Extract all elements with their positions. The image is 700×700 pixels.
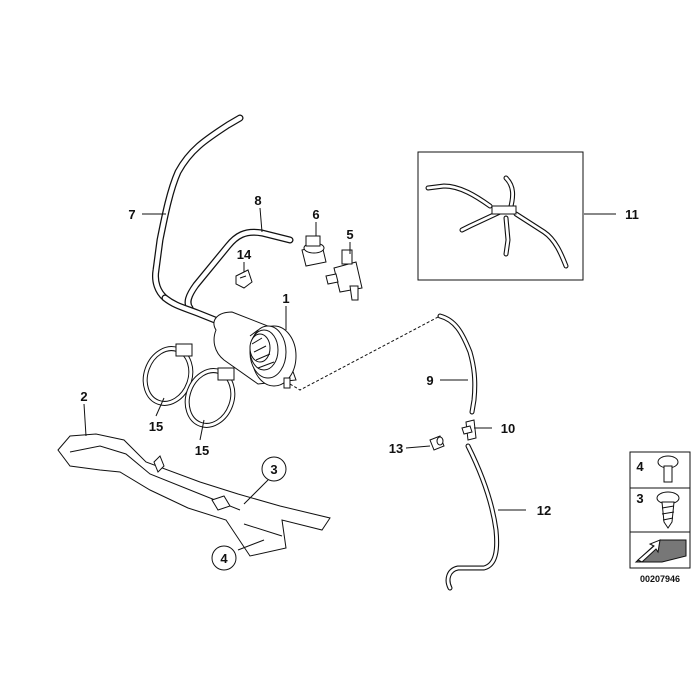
callout-7: 7 — [128, 207, 135, 222]
bracket-2 — [57, 433, 331, 557]
legend-item-4: 4 — [636, 459, 644, 474]
clamp-15b — [184, 367, 236, 428]
callout-9: 9 — [426, 373, 433, 388]
hardware-legend: 4 3 — [629, 451, 691, 569]
box-11 — [417, 151, 584, 281]
screw-icon — [656, 491, 680, 529]
leader-lines — [83, 207, 616, 551]
callout-15b: 15 — [195, 443, 209, 458]
callout-4: 4 — [220, 551, 228, 566]
valve-6 — [301, 235, 327, 267]
connector-13 — [429, 435, 445, 451]
clip-14 — [235, 269, 253, 289]
dashed-link — [289, 315, 441, 391]
bolt-icon — [657, 455, 679, 483]
connector-10 — [461, 419, 477, 441]
callout-3: 3 — [270, 462, 277, 477]
circled-callout-3: 3 — [261, 456, 287, 482]
legend-item-3: 3 — [636, 491, 643, 506]
hose-12 — [445, 443, 500, 591]
callout-1: 1 — [282, 291, 289, 306]
reference-number: 00207946 — [640, 574, 680, 584]
callout-8: 8 — [254, 193, 261, 208]
canister-1 — [213, 311, 297, 389]
callout-5: 5 — [346, 227, 353, 242]
circled-callout-4: 4 — [211, 545, 237, 571]
arrow-icon — [632, 534, 688, 566]
callout-14: 14 — [237, 247, 252, 262]
callout-12: 12 — [537, 503, 551, 518]
callout-10: 10 — [501, 421, 515, 436]
callout-6: 6 — [312, 207, 319, 222]
hose-lower — [161, 294, 219, 324]
callout-15a: 15 — [149, 419, 163, 434]
clamp-15a — [142, 343, 194, 406]
callout-2: 2 — [80, 389, 87, 404]
hose-7 — [152, 114, 244, 302]
hose-8 — [184, 228, 294, 312]
callout-13: 13 — [389, 441, 403, 456]
valve-5 — [325, 249, 363, 301]
hose-9 — [437, 313, 478, 415]
callout-11: 11 — [625, 207, 639, 222]
